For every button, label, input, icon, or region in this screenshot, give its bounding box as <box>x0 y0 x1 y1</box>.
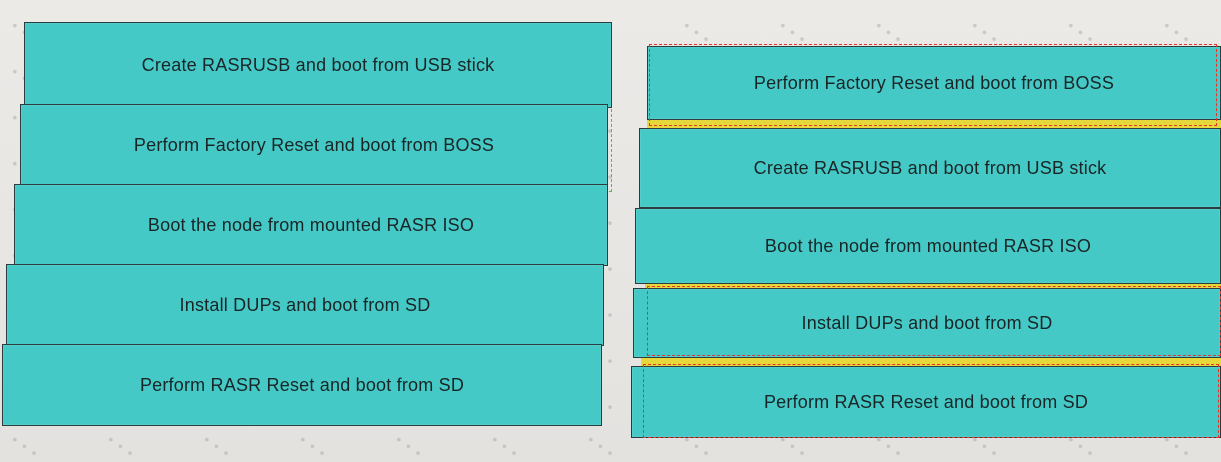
slot-label: Perform RASR Reset and boot from SD <box>763 391 1089 412</box>
answer-slot-1[interactable]: Perform Factory Reset and boot from BOSS <box>647 46 1221 120</box>
slot-label: Boot the node from mounted RASR ISO <box>764 235 1092 256</box>
answer-slot-2[interactable]: Create RASRUSB and boot from USB stick <box>639 128 1221 208</box>
source-option-2[interactable]: Perform Factory Reset and boot from BOSS <box>20 104 608 186</box>
option-label: Perform RASR Reset and boot from SD <box>139 374 465 395</box>
answer-slot-4[interactable]: Install DUPs and boot from SD <box>633 288 1221 358</box>
option-label: Install DUPs and boot from SD <box>179 294 431 315</box>
option-label: Create RASRUSB and boot from USB stick <box>141 54 495 75</box>
slot-label: Perform Factory Reset and boot from BOSS <box>753 72 1115 93</box>
answer-slots-column: Perform Factory Reset and boot from BOSS… <box>625 0 1221 462</box>
source-option-4[interactable]: Install DUPs and boot from SD <box>6 264 604 346</box>
slot-label: Create RASRUSB and boot from USB stick <box>753 157 1107 178</box>
option-label: Boot the node from mounted RASR ISO <box>147 214 475 235</box>
source-option-5[interactable]: Perform RASR Reset and boot from SD <box>2 344 602 426</box>
slot-label: Install DUPs and boot from SD <box>801 312 1053 333</box>
source-option-1[interactable]: Create RASRUSB and boot from USB stick <box>24 22 612 108</box>
source-options-column: Create RASRUSB and boot from USB stick P… <box>2 22 612 426</box>
answer-slot-5[interactable]: Perform RASR Reset and boot from SD <box>631 366 1221 438</box>
option-label: Perform Factory Reset and boot from BOSS <box>133 134 495 155</box>
answer-slot-3[interactable]: Boot the node from mounted RASR ISO <box>635 208 1221 284</box>
source-option-3[interactable]: Boot the node from mounted RASR ISO <box>14 184 608 266</box>
